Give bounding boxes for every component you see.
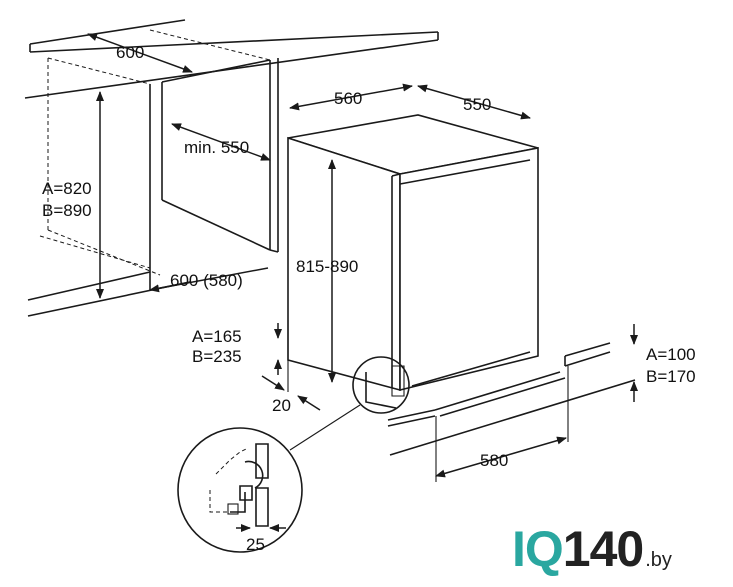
label-niche-height-b: B=890 — [42, 201, 92, 220]
label-plinth-depth: 580 — [480, 451, 508, 470]
logo-number: 140 — [562, 521, 644, 577]
dimension-lines — [87, 33, 638, 482]
label-appliance-width: 560 — [334, 89, 362, 108]
detail-marker — [289, 356, 410, 451]
label-min-depth: min. 550 — [184, 138, 249, 157]
label-door-offset: 25 — [246, 535, 265, 554]
label-plinth-left-a: A=165 — [192, 327, 242, 346]
label-plinth-right-b: B=170 — [646, 367, 696, 386]
label-niche-height-a: A=820 — [42, 179, 92, 198]
label-appliance-height: 815-890 — [296, 257, 358, 276]
label-plinth-left-b: B=235 — [192, 347, 242, 366]
plinth — [387, 342, 636, 456]
label-niche-depth: 600 — [116, 43, 144, 62]
detail-zoom — [177, 427, 303, 553]
label-plinth-right-a: A=100 — [646, 345, 696, 364]
logo-domain: .by — [645, 549, 672, 571]
appliance — [287, 114, 539, 392]
label-side-gap: 20 — [272, 396, 291, 415]
logo-iq: IQ — [512, 521, 564, 577]
label-niche-width: 600 (580) — [170, 271, 243, 290]
label-appliance-depth: 550 — [463, 95, 491, 114]
brand-logo: IQ 140 .by — [512, 520, 672, 577]
